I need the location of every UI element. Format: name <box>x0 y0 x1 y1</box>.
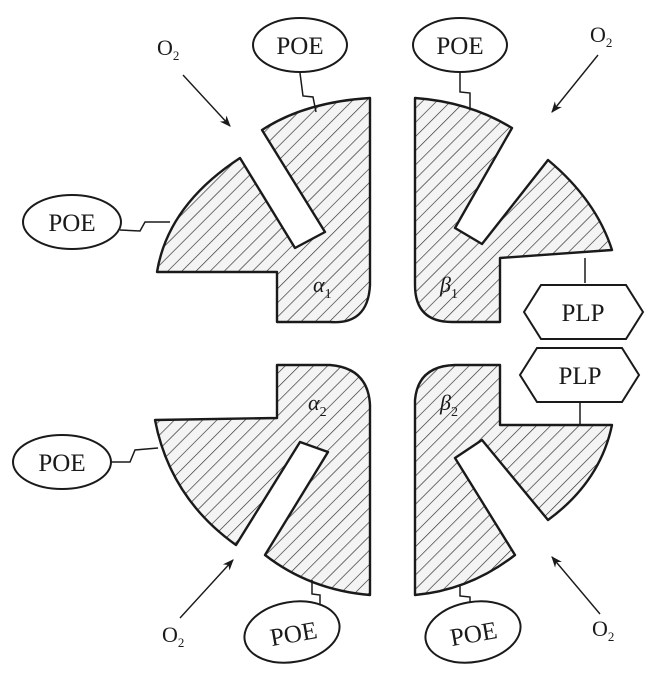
oxygen-arrow-top-left <box>183 75 230 126</box>
alpha-2-body <box>155 365 370 595</box>
plp-text: PLP <box>558 363 601 390</box>
oxygen-label-bottom-left: O2 <box>162 622 184 650</box>
poe-left-bottom: POE <box>13 435 111 489</box>
poe-connector-top-right <box>460 73 470 110</box>
poe-text: POE <box>276 33 323 60</box>
poe-top-right: POE <box>413 18 507 72</box>
alpha-2-subunit: α2 <box>155 365 370 595</box>
poe-left-top: POE <box>23 195 121 249</box>
poe-bottom-left: POE <box>240 594 345 670</box>
oxygen-arrow-top-right <box>552 55 598 112</box>
alpha-1-body <box>157 98 370 322</box>
oxygen-label-bottom-right: O2 <box>592 616 614 644</box>
plp-bottom: PLP <box>520 348 639 402</box>
plp-top: PLP <box>524 285 643 339</box>
poe-top-left: POE <box>253 18 347 72</box>
poe-text: POE <box>48 210 95 237</box>
plp-text: PLP <box>561 300 604 327</box>
oxygen-label-top-right: O2 <box>590 22 612 50</box>
oxygen-label-top-left: O2 <box>157 35 179 63</box>
oxygen-arrow-bottom-left <box>180 560 233 618</box>
poe-text: POE <box>38 450 85 477</box>
poe-text: POE <box>436 33 483 60</box>
poe-bottom-right: POE <box>421 594 526 670</box>
poe-connector-left-bottom <box>110 448 158 462</box>
alpha-1-subunit: α1 <box>157 98 370 322</box>
oxygen-arrow-bottom-right <box>552 557 600 614</box>
poe-connector-bottom-right <box>460 585 470 604</box>
poe-connector-left-top <box>120 222 170 231</box>
